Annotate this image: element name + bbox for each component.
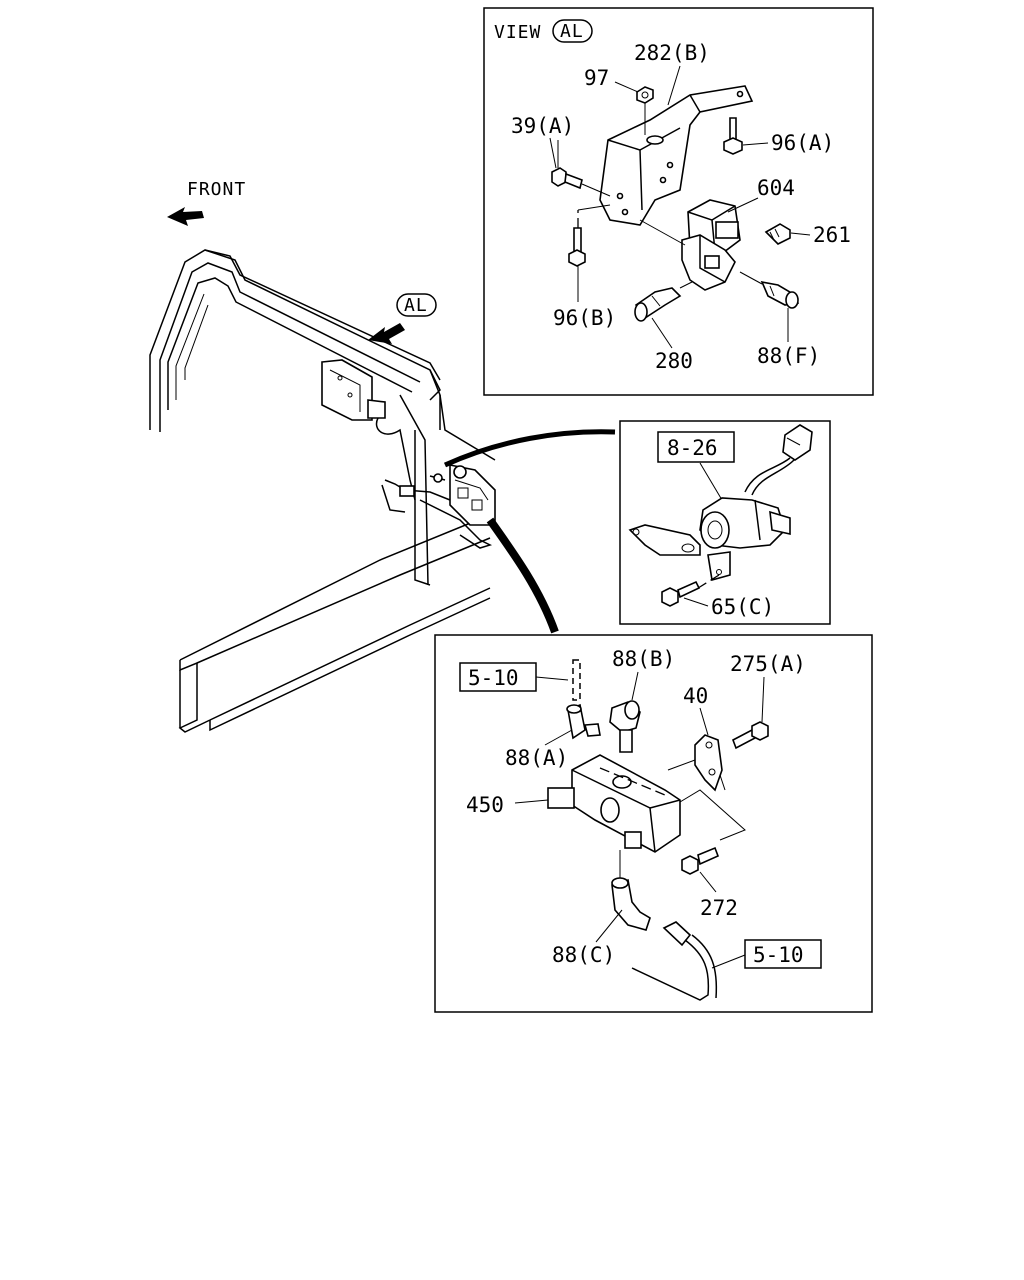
label-604: 604 — [757, 176, 795, 200]
label-272: 272 — [700, 896, 738, 920]
ref-8-26-label: 8-26 — [667, 436, 718, 460]
bolt-272 — [681, 846, 720, 875]
ref-8-26-panel: 8-26 65(C) — [619, 420, 831, 625]
fitting-88c — [611, 850, 651, 931]
label-450: 450 — [466, 793, 504, 817]
view-al-panel: VIEW AL — [483, 7, 874, 396]
fitting-280 — [634, 281, 693, 322]
bracket-assembly-top — [321, 359, 416, 501]
bolt-65c — [661, 580, 701, 607]
view-circle-label: AL — [560, 21, 584, 42]
valve-detail-panel: 5-10 — [434, 634, 873, 1013]
view-al-arrow-icon — [368, 323, 405, 344]
view-title: VIEW — [494, 22, 541, 43]
pipe-5-10 — [631, 921, 718, 1001]
bracket-282b — [599, 85, 754, 226]
label-88f: 88(F) — [757, 344, 820, 368]
ref-5-10-bottom: 5-10 — [753, 943, 804, 967]
label-275a: 275(A) — [730, 652, 806, 676]
nut-97 — [636, 86, 654, 135]
sensor-unit — [628, 497, 791, 591]
label-280: 280 — [655, 349, 693, 373]
bracket-40 — [667, 734, 726, 792]
label-97: 97 — [584, 66, 609, 90]
solenoid-valve-604 — [639, 199, 741, 291]
label-261: 261 — [813, 223, 851, 247]
label-88b: 88(B) — [612, 647, 675, 671]
label-88c: 88(C) — [552, 943, 615, 967]
bolt-39a — [551, 140, 611, 197]
valve-cluster — [381, 464, 496, 549]
bolt-96b — [568, 204, 611, 267]
ref-5-10-top: 5-10 — [468, 666, 519, 690]
front-arrow-icon — [167, 207, 204, 226]
bolt-275a — [732, 721, 769, 750]
connector-plug — [744, 424, 813, 496]
label-40: 40 — [683, 684, 708, 708]
label-282b: 282(B) — [634, 41, 710, 65]
fitting-88a — [566, 703, 601, 740]
fitting-88f — [739, 271, 800, 309]
front-label: FRONT — [187, 179, 246, 200]
label-39a: 39(A) — [511, 114, 574, 138]
label-96b: 96(B) — [553, 306, 616, 330]
fitting-88b — [609, 700, 641, 753]
al-marker: AL — [396, 293, 437, 317]
bolt-96a — [723, 117, 743, 155]
valve-block-450 — [547, 754, 746, 853]
chassis-frame-view: FRONT AL — [149, 179, 616, 733]
al-marker-label: AL — [404, 295, 428, 316]
label-65c: 65(C) — [711, 595, 774, 619]
fitting-261 — [764, 223, 791, 245]
label-88a: 88(A) — [505, 746, 568, 770]
label-96a: 96(A) — [771, 131, 834, 155]
